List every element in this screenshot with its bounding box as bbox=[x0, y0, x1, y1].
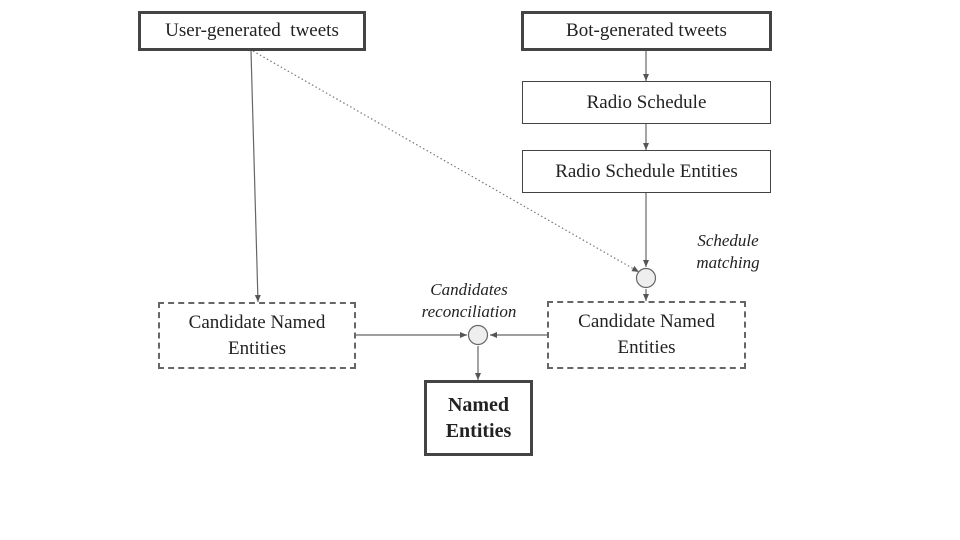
named-entities-line2: Entities bbox=[445, 420, 512, 442]
schedule-matching-label: Schedule matching bbox=[682, 230, 774, 274]
schedule-matching-line2: matching bbox=[696, 253, 760, 272]
bot-tweets-label: Bot-generated tweets bbox=[566, 20, 727, 41]
user-tweets-label: User-generated tweets bbox=[165, 20, 339, 41]
radio-schedule-box: Radio Schedule bbox=[522, 81, 771, 124]
candidate-named-entities-right-box: Candidate Named Entities bbox=[547, 301, 746, 369]
radio-schedule-label: Radio Schedule bbox=[586, 91, 707, 113]
named-entities-box: Named Entities bbox=[424, 380, 533, 456]
candidates-reconciliation-line2: reconciliation bbox=[421, 302, 517, 321]
candidate-left-line2: Entities bbox=[227, 337, 287, 359]
named-entities-line1: Named bbox=[447, 394, 510, 416]
radio-schedule-entities-label: Radio Schedule Entities bbox=[555, 160, 738, 182]
candidate-left-line1: Candidate Named bbox=[188, 311, 326, 333]
schedule-matching-node bbox=[635, 267, 657, 289]
candidates-reconciliation-label: Candidates reconciliation bbox=[404, 279, 534, 323]
candidate-right-line2: Entities bbox=[617, 337, 676, 358]
schedule-matching-line1: Schedule bbox=[697, 231, 759, 250]
radio-schedule-entities-box: Radio Schedule Entities bbox=[522, 150, 771, 193]
candidate-right-line1: Candidate Named bbox=[578, 311, 715, 332]
user-tweets-box: User-generated tweets bbox=[138, 11, 366, 51]
candidates-reconciliation-line1: Candidates bbox=[430, 280, 508, 299]
edge-user-to-candidate-left bbox=[250, 50, 261, 303]
candidate-named-entities-left-box: Candidate Named Entities bbox=[158, 302, 356, 369]
bot-tweets-box: Bot-generated tweets bbox=[521, 11, 772, 51]
reconciliation-node bbox=[467, 324, 489, 346]
